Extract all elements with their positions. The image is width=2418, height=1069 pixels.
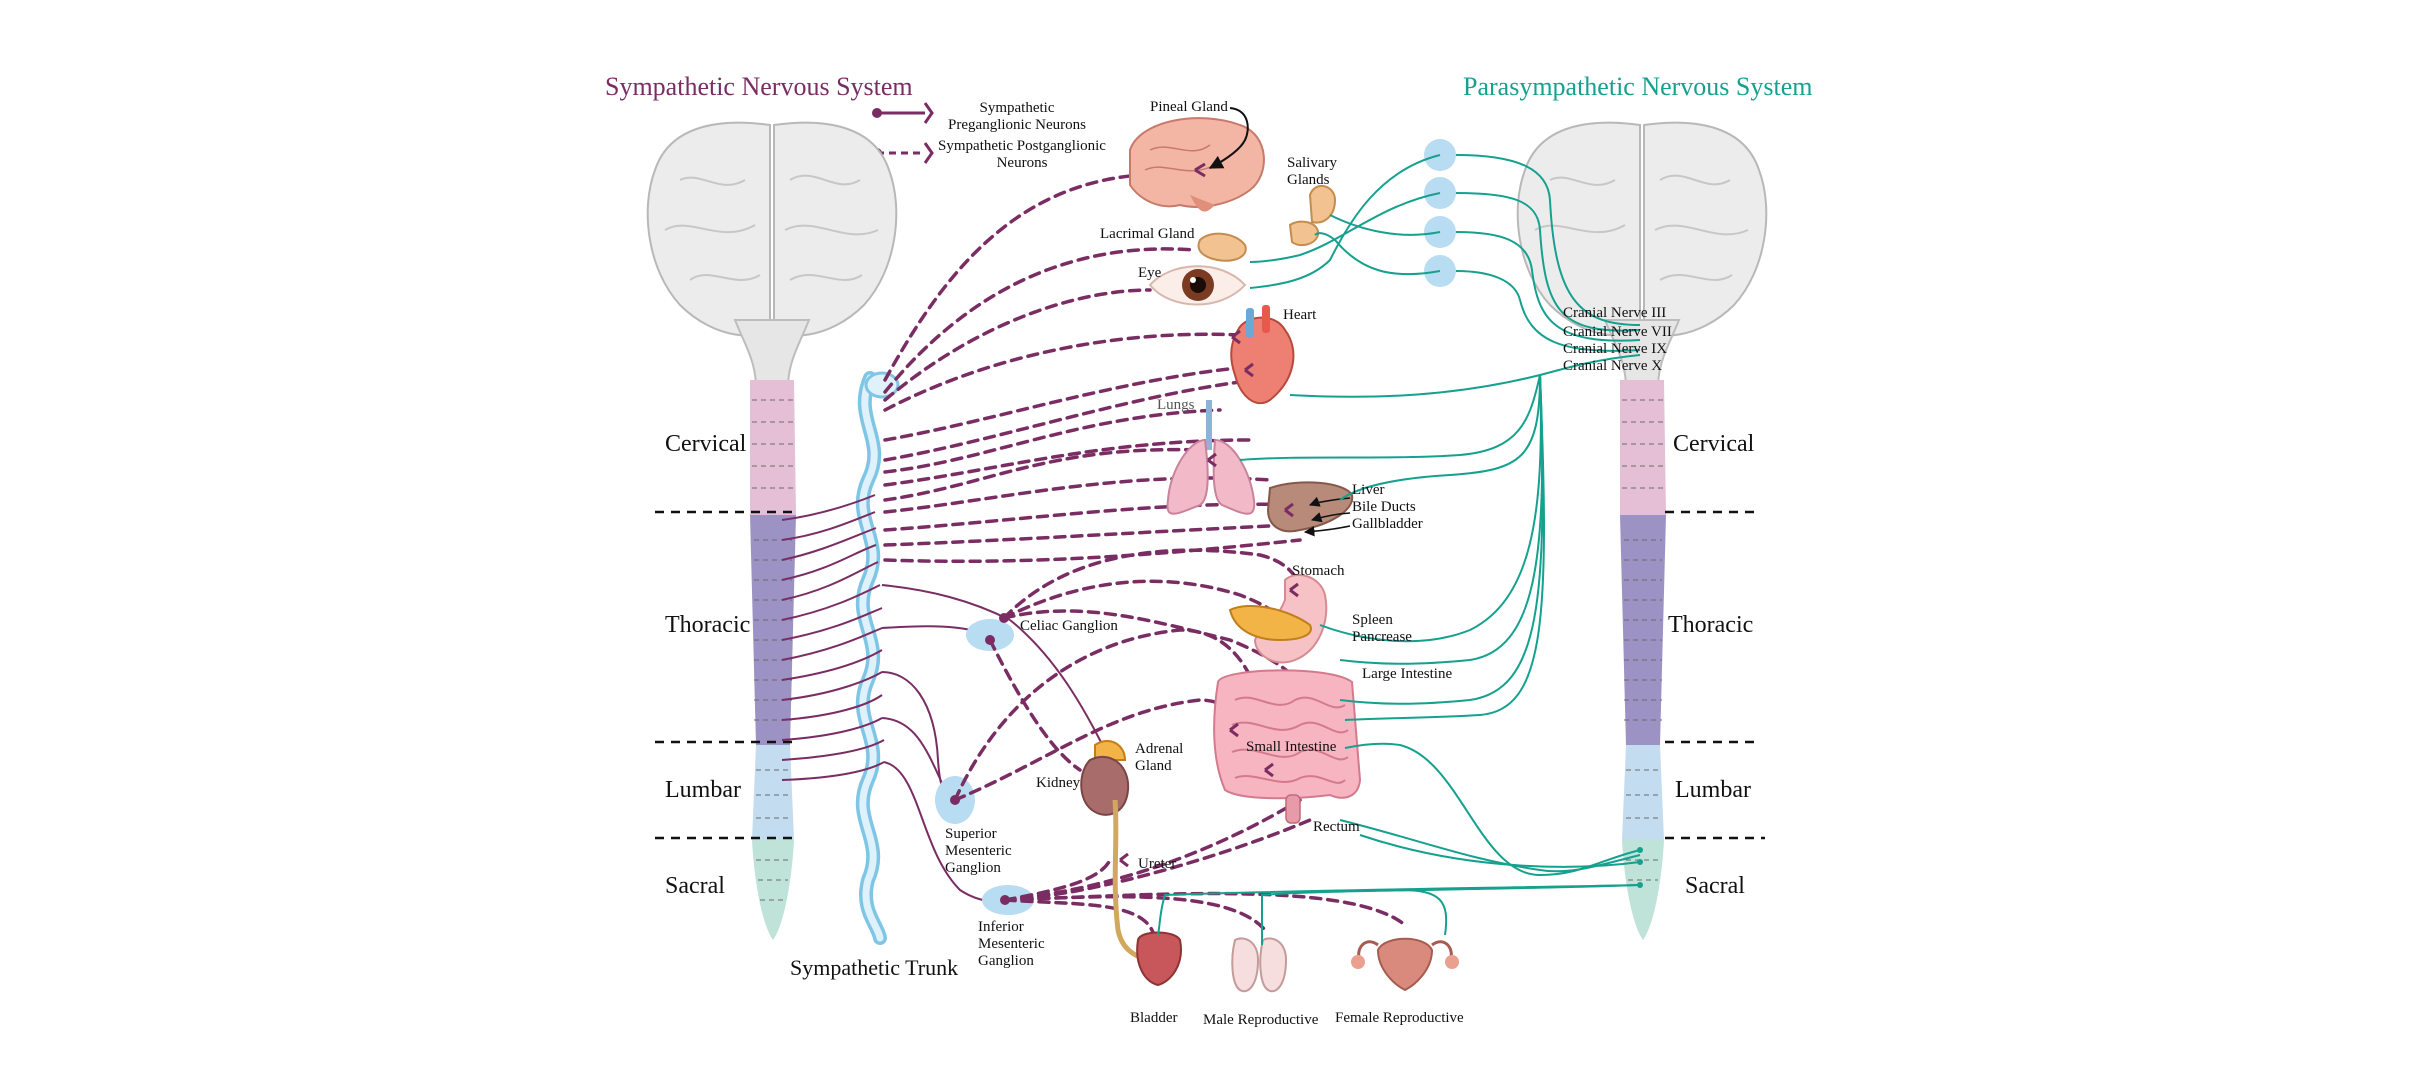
superior-label-1: Superior — [945, 826, 997, 842]
pancreas-label: Pancrease — [1352, 629, 1412, 645]
female-reproductive-organ — [1351, 937, 1459, 992]
sympathetic-trunk — [855, 371, 900, 945]
kidney-organ — [1080, 740, 1147, 963]
ureter-label: Ureter — [1138, 856, 1176, 872]
left-thoracic-label: Thoracic — [665, 612, 750, 638]
bladder-organ — [1136, 931, 1182, 987]
pineal-gland-organ — [1129, 117, 1265, 212]
salivary-glands-organ — [1288, 185, 1337, 247]
celiac-ganglion-label: Celiac Ganglion — [1020, 618, 1118, 634]
sympathetic-trunk-label: Sympathetic Trunk — [790, 955, 958, 980]
sympathetic-receptor-marks — [1119, 162, 1299, 868]
superior-label-3: Ganglion — [945, 860, 1001, 876]
sympathetic-title: Sympathetic Nervous System — [605, 72, 913, 101]
heart-organ — [1230, 305, 1295, 405]
inferior-label-3: Ganglion — [978, 953, 1034, 969]
female-reproductive-label: Female Reproductive — [1335, 1010, 1464, 1026]
right-lumbar-label: Lumbar — [1675, 777, 1751, 803]
right-cervical-label: Cervical — [1673, 431, 1755, 457]
adrenal-label-2: Gland — [1135, 758, 1172, 774]
large-intestine-label: Large Intestine — [1362, 666, 1452, 682]
small-intestine-label: Small Intestine — [1246, 739, 1337, 755]
male-reproductive-organ — [1231, 937, 1288, 993]
right-sacral-label: Sacral — [1685, 873, 1745, 899]
parasympathetic-lines — [1157, 154, 1641, 945]
inferior-label-2: Mesenteric — [978, 936, 1045, 952]
legend-post-line1: Sympathetic Postganglionic — [938, 138, 1106, 154]
salivary-label-1: Salivary — [1287, 155, 1337, 171]
left-brain-illustration — [646, 121, 898, 386]
lungs-label: Lungs — [1157, 397, 1195, 413]
cranial-nerve-ix-label: Cranial Nerve IX — [1563, 341, 1667, 357]
liver-organ — [1266, 481, 1354, 533]
intestine-organ — [1213, 669, 1362, 824]
legend: Sympathetic Preganglionic Neurons Sympat… — [872, 100, 1106, 171]
right-brain-illustration — [1516, 121, 1768, 386]
bladder-label: Bladder — [1130, 1010, 1177, 1026]
superior-label-2: Mesenteric — [945, 843, 1012, 859]
cranial-nerve-iii-label: Cranial Nerve III — [1563, 305, 1666, 321]
region-dividers — [655, 510, 1765, 840]
cranial-nerve-x-label: Cranial Nerve X — [1563, 358, 1662, 374]
lacrimal-gland-organ — [1197, 232, 1247, 262]
eye-label: Eye — [1138, 265, 1162, 281]
rectum-label: Rectum — [1313, 819, 1360, 835]
lungs-organ — [1166, 400, 1256, 515]
parasympathetic-endpoints — [1637, 847, 1643, 888]
legend-post-line2: Neurons — [997, 155, 1048, 171]
left-spinal-cord — [750, 380, 796, 940]
right-spinal-cord — [1620, 380, 1666, 940]
eye-organ — [1148, 265, 1247, 306]
stomach-label: Stomach — [1292, 563, 1345, 579]
male-reproductive-label: Male Reproductive — [1203, 1012, 1319, 1028]
lacrimal-gland-label: Lacrimal Gland — [1100, 226, 1195, 242]
legend-pre-line1: Sympathetic — [980, 100, 1055, 116]
kidney-label: Kidney — [1036, 775, 1081, 791]
cranial-nerve-vii-label: Cranial Nerve VII — [1563, 324, 1672, 340]
bile-ducts-label: Bile Ducts — [1352, 499, 1416, 515]
left-cervical-label: Cervical — [665, 431, 747, 457]
stomach-organ — [1228, 574, 1328, 664]
salivary-label-2: Glands — [1287, 172, 1330, 188]
adrenal-label-1: Adrenal — [1135, 741, 1183, 757]
liver-label: Liver — [1352, 482, 1384, 498]
right-thoracic-label: Thoracic — [1668, 612, 1753, 638]
parasympathetic-title: Parasympathetic Nervous System — [1463, 72, 1813, 101]
spleen-label: Spleen — [1352, 612, 1393, 628]
parasympathetic-cranial-ganglia — [1424, 139, 1456, 287]
gallbladder-label: Gallbladder — [1352, 516, 1423, 532]
inferior-label-1: Inferior — [978, 919, 1024, 935]
left-sacral-label: Sacral — [665, 873, 725, 899]
heart-label: Heart — [1283, 307, 1317, 323]
pineal-gland-label: Pineal Gland — [1150, 99, 1228, 115]
left-lumbar-label: Lumbar — [665, 777, 741, 803]
legend-pre-line2: Preganglionic Neurons — [948, 117, 1086, 133]
